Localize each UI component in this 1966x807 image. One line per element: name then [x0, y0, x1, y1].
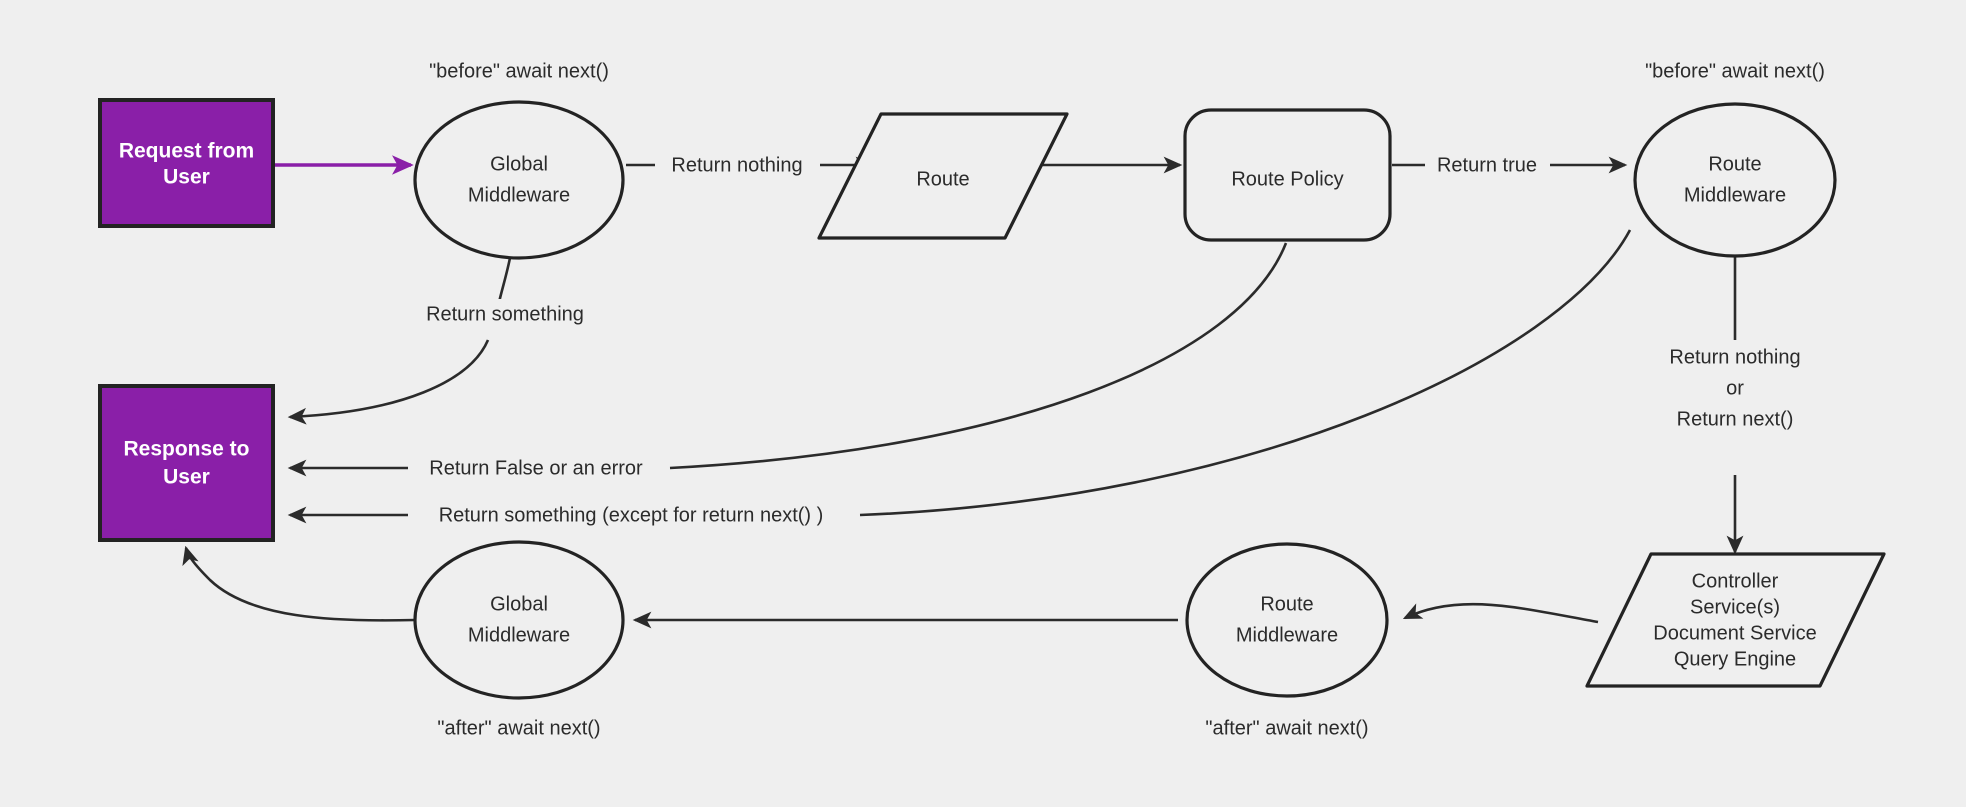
handlers-label-document-service: Document Service [1653, 622, 1816, 644]
global-middleware-before-label-line1: Global [490, 153, 548, 175]
route-middleware-before-label-line1: Route [1708, 153, 1761, 175]
node-route-policy[interactable]: Route Policy [1183, 108, 1392, 242]
route-middleware-before-ellipse[interactable] [1633, 102, 1837, 258]
return-nothing-or-next-label-bg [1640, 342, 1830, 439]
route-middleware-before-label-line2: Middleware [1684, 184, 1786, 206]
handlers-label-query-engine: Query Engine [1674, 648, 1796, 670]
return-something-except-next-label-bg [408, 500, 854, 530]
return-false-label-bg [408, 453, 664, 483]
global-middleware-before-ellipse[interactable] [413, 100, 625, 260]
return-something-except-next-label: Return something (except for return next… [439, 504, 824, 526]
route-policy-box[interactable] [1183, 108, 1392, 242]
return-something-label: Return something [426, 303, 584, 325]
return-nothing-label: Return nothing [671, 154, 802, 176]
route-mw-return-next-label: Return next() [1677, 408, 1794, 430]
annotation-before-global-middleware: "before" await next() [429, 60, 609, 82]
node-route-middleware-before[interactable]: Route Middleware [1633, 102, 1837, 258]
route-middleware-after-ellipse[interactable] [1185, 542, 1389, 698]
node-route[interactable]: Route [817, 112, 1069, 240]
node-handlers[interactable]: Controller Service(s) Document Service Q… [1585, 552, 1886, 688]
request-from-user-box[interactable] [98, 98, 275, 228]
request-from-user-label-line1: Request from [119, 140, 254, 163]
global-middleware-before-label-line2: Middleware [468, 184, 570, 206]
node-request-from-user[interactable]: Request from User [98, 98, 275, 228]
node-global-middleware-after[interactable]: Global Middleware [413, 540, 625, 700]
route-policy-label: Route Policy [1231, 168, 1343, 190]
edge-label-return-something-except-next: Return something (except for return next… [408, 500, 854, 530]
route-mw-or-label: or [1726, 377, 1744, 399]
edge-label-return-nothing-or-next: Return nothing or Return next() [1640, 342, 1830, 439]
return-false-or-error-label: Return False or an error [429, 457, 643, 479]
handlers-label-services: Service(s) [1690, 596, 1780, 618]
annotation-before-route-middleware: "before" await next() [1645, 60, 1825, 82]
edge-label-return-false-or-error: Return False or an error [408, 453, 664, 483]
edge-label-return-true: Return true [1425, 150, 1550, 180]
response-to-user-box[interactable] [98, 384, 275, 542]
request-from-user-label-line2: User [163, 166, 210, 189]
edge-route-policy-to-response-curve [669, 242, 1288, 470]
edge-handlers-to-route-middleware-after [1402, 602, 1599, 624]
route-label: Route [916, 168, 969, 190]
route-mw-return-nothing-label: Return nothing [1669, 346, 1800, 368]
node-route-middleware-after[interactable]: Route Middleware [1185, 542, 1389, 698]
global-middleware-after-label-line1: Global [490, 593, 548, 615]
edge-label-return-something-global: Return something [412, 299, 598, 329]
route-parallelogram[interactable] [817, 112, 1069, 240]
edge-route-mw-to-response-curve [859, 229, 1632, 517]
handlers-label-controller: Controller [1692, 570, 1779, 592]
handlers-parallelogram[interactable] [1585, 552, 1886, 688]
response-to-user-label-line1: Response to [123, 438, 249, 461]
response-to-user-label-line2: User [163, 466, 210, 489]
return-nothing-label-bg [655, 150, 820, 180]
return-something-label-bg [412, 299, 598, 329]
global-middleware-after-ellipse[interactable] [413, 540, 625, 700]
annotation-after-global-middleware: "after" await next() [437, 717, 600, 739]
global-middleware-after-label-line2: Middleware [468, 624, 570, 646]
edge-global-middleware-after-to-response [182, 545, 416, 622]
node-response-to-user[interactable]: Response to User [98, 384, 275, 542]
edge-label-return-nothing-global: Return nothing [655, 150, 820, 180]
route-middleware-after-label-line2: Middleware [1236, 624, 1338, 646]
return-true-label-bg [1425, 150, 1550, 180]
route-middleware-after-label-line1: Route [1260, 593, 1313, 615]
node-global-middleware-before[interactable]: Global Middleware [413, 100, 625, 260]
annotation-after-route-middleware: "after" await next() [1205, 717, 1368, 739]
return-true-label: Return true [1437, 154, 1537, 176]
edge-global-to-response [287, 339, 490, 425]
